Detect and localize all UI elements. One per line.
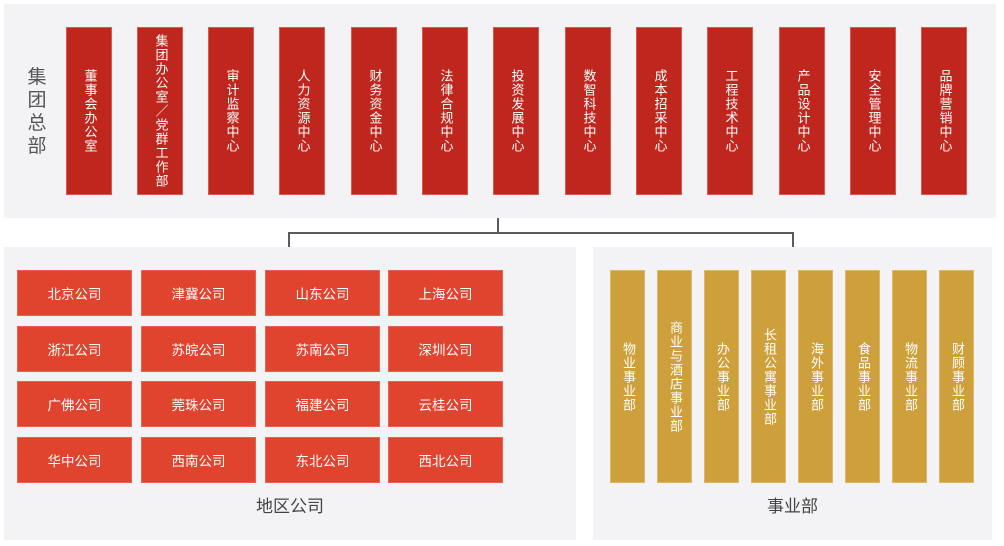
business-unit-box: 财顾事业部	[939, 270, 974, 483]
business-unit-label: 财顾事业部	[949, 341, 964, 412]
region-company-box: 华中公司	[17, 437, 132, 483]
dept-box: 安全管理中心	[850, 27, 896, 195]
business-units-panel: 物业事业部 商业与酒店事业部 办公事业部 长租公寓事业部 海外事业部 食品事业部…	[593, 247, 992, 540]
region-company-box: 苏南公司	[265, 326, 380, 372]
dept-label: 人力资源中心	[294, 69, 310, 153]
business-unit-label: 物流事业部	[902, 341, 917, 412]
dept-label: 产品设计中心	[794, 69, 810, 153]
region-company-box: 莞珠公司	[141, 381, 256, 427]
region-company-box: 津冀公司	[141, 270, 256, 316]
headquarters-label: 集团总部	[27, 66, 47, 157]
region-company-box: 深圳公司	[388, 326, 503, 372]
regional-companies-label: 地区公司	[256, 497, 324, 517]
region-company-box: 广佛公司	[17, 381, 132, 427]
region-company-box: 上海公司	[388, 270, 503, 316]
connector-right-drop	[792, 232, 794, 247]
dept-label: 董事会办公室	[81, 69, 97, 153]
region-company-box: 山东公司	[265, 270, 380, 316]
business-unit-label: 长租公寓事业部	[761, 327, 776, 426]
dept-box: 人力资源中心	[279, 27, 325, 195]
region-company-box: 云桂公司	[388, 381, 503, 427]
dept-label: 安全管理中心	[865, 69, 881, 153]
business-units-label: 事业部	[767, 497, 818, 517]
connector-trunk	[497, 218, 499, 234]
business-unit-label: 办公事业部	[714, 341, 729, 412]
business-unit-box: 物流事业部	[892, 270, 927, 483]
dept-box: 产品设计中心	[779, 27, 825, 195]
headquarters-panel: 集团总部 董事会办公室 集团办公室／党群工作部 审计监察中心 人力资源中心 财务…	[4, 4, 996, 218]
dept-label: 投资发展中心	[508, 69, 524, 153]
dept-label: 数智科技中心	[580, 69, 596, 153]
business-unit-box: 商业与酒店事业部	[657, 270, 692, 483]
dept-box: 法律合规中心	[422, 27, 468, 195]
dept-box: 董事会办公室	[66, 27, 112, 195]
dept-label: 工程技术中心	[722, 69, 738, 153]
business-unit-label: 商业与酒店事业部	[667, 320, 682, 433]
dept-label: 品牌营销中心	[936, 69, 952, 153]
dept-box: 集团办公室／党群工作部	[137, 27, 183, 195]
region-company-box: 苏皖公司	[141, 326, 256, 372]
region-company-box: 西南公司	[141, 437, 256, 483]
dept-label: 财务资金中心	[366, 69, 382, 153]
connector-horizontal	[288, 232, 794, 234]
business-unit-label: 海外事业部	[808, 341, 823, 412]
business-unit-box: 海外事业部	[798, 270, 833, 483]
dept-box: 数智科技中心	[565, 27, 611, 195]
dept-box: 品牌营销中心	[921, 27, 967, 195]
region-company-box: 东北公司	[265, 437, 380, 483]
business-unit-box: 物业事业部	[610, 270, 645, 483]
business-unit-box: 办公事业部	[704, 270, 739, 483]
region-company-box: 北京公司	[17, 270, 132, 316]
dept-label: 审计监察中心	[223, 69, 239, 153]
dept-box: 投资发展中心	[493, 27, 539, 195]
dept-box: 成本招采中心	[636, 27, 682, 195]
dept-label: 集团办公室／党群工作部	[152, 34, 168, 188]
dept-box: 财务资金中心	[351, 27, 397, 195]
business-unit-box: 长租公寓事业部	[751, 270, 786, 483]
dept-box: 审计监察中心	[208, 27, 254, 195]
connector-left-drop	[288, 232, 290, 247]
region-company-box: 浙江公司	[17, 326, 132, 372]
dept-label: 成本招采中心	[651, 69, 667, 153]
business-unit-label: 食品事业部	[855, 341, 870, 412]
region-company-box: 西北公司	[388, 437, 503, 483]
dept-label: 法律合规中心	[437, 69, 453, 153]
business-unit-label: 物业事业部	[620, 341, 635, 412]
regional-companies-panel: 北京公司 津冀公司 山东公司 上海公司 浙江公司 苏皖公司 苏南公司 深圳公司 …	[4, 247, 576, 540]
dept-box: 工程技术中心	[707, 27, 753, 195]
region-company-box: 福建公司	[265, 381, 380, 427]
business-unit-box: 食品事业部	[845, 270, 880, 483]
